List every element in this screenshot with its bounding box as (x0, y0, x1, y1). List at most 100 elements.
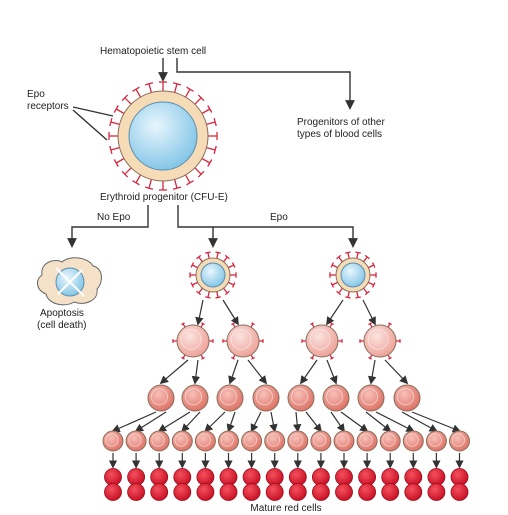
epo-receptor (250, 354, 254, 359)
mature-red-cell (127, 468, 146, 486)
epo-receptor (213, 145, 217, 155)
cell-body (357, 384, 385, 412)
epo-receptor (215, 296, 221, 299)
division-arrow (157, 411, 191, 432)
mature-red-cell (104, 468, 122, 486)
cell-body (125, 430, 147, 452)
epo-receptor (172, 82, 182, 86)
cell-body (102, 430, 124, 452)
cell-highlight (325, 388, 344, 406)
epo-receptor (109, 117, 113, 127)
epo-receptor (369, 354, 373, 359)
third-division-cell (333, 430, 355, 452)
epo-receptor (201, 108, 211, 115)
connector-arrows (67, 58, 358, 248)
epo-receptor (371, 262, 376, 268)
cell-body (305, 324, 339, 358)
apoptosis-label-line1: Apoptosis (40, 308, 84, 319)
mature-red-cell (450, 483, 469, 501)
cell-body (181, 384, 209, 412)
epo-receptor (228, 264, 235, 269)
epo-receptor (206, 147, 216, 151)
epo-receptor (311, 354, 315, 359)
epo-receptor (330, 262, 335, 268)
cell-highlight (336, 433, 350, 447)
cell-body (216, 384, 244, 412)
epo-receptor (387, 354, 391, 359)
epo-receptors-label-line1: Epo (27, 89, 45, 100)
second-division-cell (287, 384, 315, 412)
epo-receptor (186, 86, 194, 92)
mature-red-cell (173, 468, 192, 486)
epo-receptor (345, 251, 351, 254)
epo-receptor (355, 296, 361, 299)
epo-receptor (110, 121, 120, 125)
third-division-cell (379, 430, 401, 452)
epo-receptor (338, 256, 343, 263)
division-arrow (134, 411, 167, 432)
cell-body (171, 430, 193, 452)
other-progenitors-label-line1: Progenitors of other (297, 117, 385, 128)
cell-body (287, 384, 315, 412)
epo-receptor (115, 108, 125, 115)
second-division-cell (393, 384, 421, 412)
cell-highlight (367, 328, 389, 350)
nucleus (200, 262, 226, 288)
epo-receptor (251, 356, 255, 360)
division-arrow (326, 299, 344, 326)
third-division-cell (102, 430, 124, 452)
epo-receptor (311, 323, 315, 328)
epo-receptor (121, 94, 129, 102)
cell-body (356, 430, 378, 452)
second-division-cell (181, 384, 209, 412)
second-division-cell (147, 384, 175, 412)
epo-receptor (310, 322, 314, 326)
epo-receptor (135, 88, 142, 98)
third-division-cell (402, 430, 424, 452)
mature-red-cell (358, 468, 377, 486)
epo-receptor (144, 186, 154, 190)
epo-receptor (223, 287, 228, 294)
epo-label: Epo (270, 212, 288, 223)
cell-body (402, 430, 424, 452)
cell-highlight (255, 388, 274, 406)
mature-red-cell (381, 468, 400, 486)
epo-receptor (200, 323, 204, 328)
division-arrow (368, 359, 377, 385)
mature-red-cell (288, 468, 307, 486)
division-arrow (269, 411, 278, 433)
epo-receptor (194, 167, 202, 175)
cell-highlight (105, 433, 119, 447)
mature-red-cell (242, 483, 261, 501)
epo-receptor (196, 254, 202, 260)
mature-red-cell (427, 483, 446, 501)
epo-receptor (232, 354, 236, 359)
epo-receptor (368, 264, 375, 269)
mature-red-cell (219, 483, 238, 501)
mature-red-cell (196, 468, 215, 486)
second-division-cell (357, 384, 385, 412)
epo-receptor (198, 287, 203, 294)
epo-receptor (124, 97, 132, 105)
epo-receptor (388, 356, 392, 360)
mature-red-cell (242, 468, 261, 486)
cell-highlight (289, 433, 304, 447)
mature-red-cell (404, 483, 423, 501)
epo-receptor (198, 256, 203, 263)
epo-receptor (124, 167, 132, 175)
epo-receptor (356, 252, 359, 259)
epo-receptor (191, 264, 198, 269)
cell-highlight (197, 433, 211, 447)
epo-receptor (330, 322, 334, 326)
division-arrow (292, 411, 302, 433)
nucleus (340, 262, 366, 288)
third-division-cell (125, 430, 147, 452)
epo-receptor (182, 354, 186, 359)
cell-body (194, 430, 216, 452)
epo-receptor (213, 117, 217, 127)
first-division-cell (359, 322, 401, 360)
mature-red-cell (404, 468, 423, 486)
epo-receptor (364, 290, 370, 296)
epo-receptor (388, 322, 392, 326)
division-arrow (204, 411, 226, 433)
